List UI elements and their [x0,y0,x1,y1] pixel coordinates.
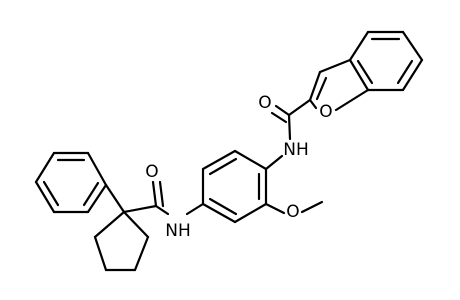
benzofuran-furan-ring [308,58,370,112]
phenyl-ring [34,151,126,214]
cyclopentane-carboxamide-bonds [122,180,205,216]
methoxy-oxygen-label: O [286,202,299,222]
carbonyl-oxygen-label-1: O [258,93,271,113]
benzofuran-benzene-ring [348,30,424,92]
benzofuran-carboxamide-bonds [270,98,312,141]
methoxy-bonds [264,200,324,215]
central-benzene-ring [201,149,284,224]
cyclopentane-ring [93,210,150,272]
benzofuran-oxygen-label: O [319,102,332,122]
amide-nh-label-2: NH [165,221,191,241]
amide-nh-label-1: NH [283,140,309,160]
carbonyl-oxygen-label-2: O [145,162,158,182]
